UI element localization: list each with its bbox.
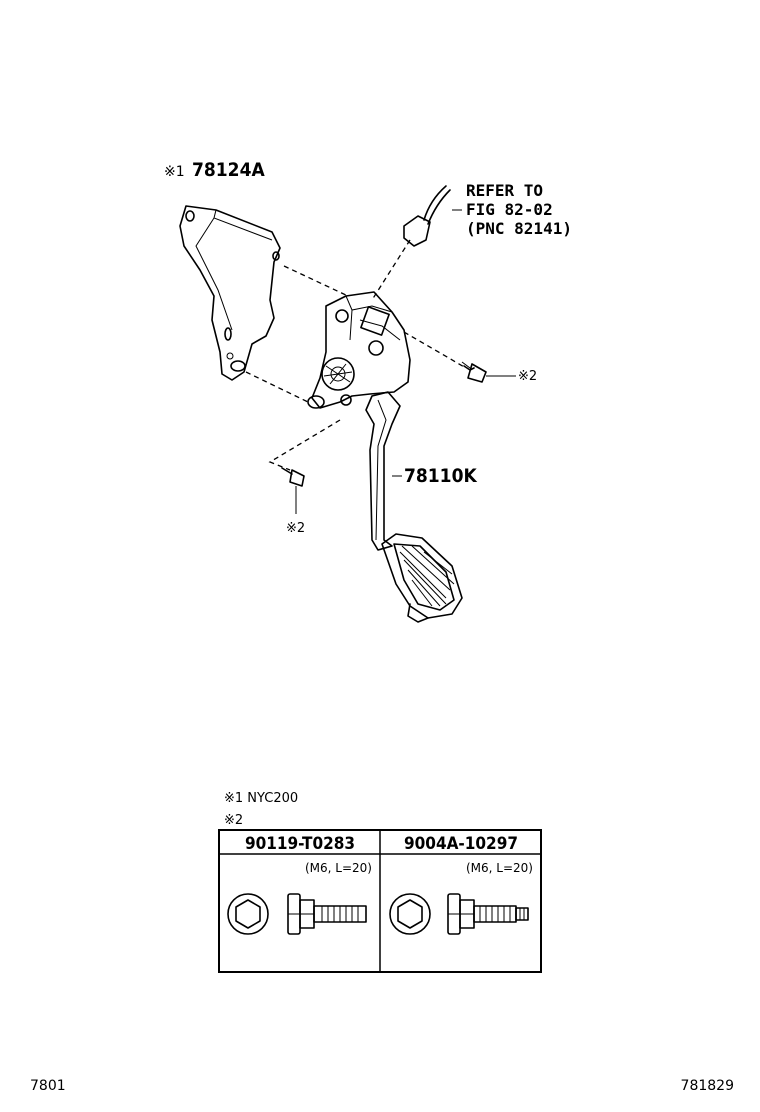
bolt-table-spec-2: (M6, L=20) [466, 861, 533, 875]
footer-right-code: 781829 [681, 1078, 734, 1094]
bolt-1-icon [227, 893, 367, 935]
note-bolt-mark: ※2 [224, 813, 243, 828]
footer-left-code: 7801 [30, 1078, 66, 1094]
bolt-table-part-1[interactable]: 90119-T0283 [245, 834, 355, 854]
bracket-part-number[interactable]: 78124A [192, 159, 265, 181]
bolt-table: 90119-T0283 9004A-10297 (M6, L=20) (M6, … [218, 829, 542, 973]
bolt-mark-right: ※2 [518, 369, 537, 384]
bolt-right[interactable] [461, 361, 516, 383]
bolt-2-icon [389, 893, 529, 935]
refer-line-1[interactable]: REFER TO [466, 181, 543, 200]
bolt-mark-left: ※2 [286, 521, 305, 536]
bracket-mark: ※1 [164, 164, 185, 180]
bolt-table-part-2[interactable]: 9004A-10297 [404, 834, 518, 854]
pedal-assembly-78110k[interactable] [307, 291, 463, 623]
note-nyc200: ※1 NYC200 [224, 791, 298, 806]
assembly-lines [245, 239, 467, 471]
refer-line-3[interactable]: (PNC 82141) [466, 219, 572, 238]
bracket-78124a[interactable] [179, 205, 281, 381]
sensor-connector[interactable] [403, 185, 462, 247]
pedal-part-number[interactable]: 78110K [404, 465, 477, 487]
refer-line-2[interactable]: FIG 82-02 [466, 200, 553, 219]
bolt-left[interactable] [281, 467, 305, 514]
bolt-table-spec-1: (M6, L=20) [305, 861, 372, 875]
